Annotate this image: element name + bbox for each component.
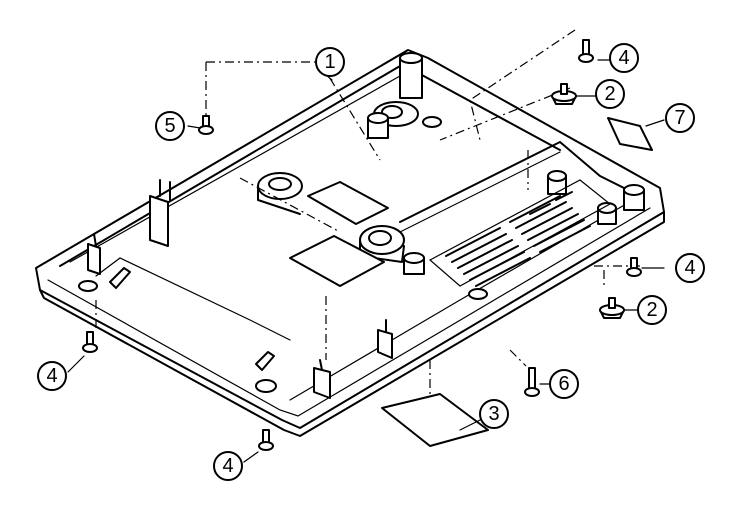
callout-2-top-text: 2 [604, 83, 615, 105]
bottom-cabinet-housing [35, 49, 665, 437]
screws [82, 39, 642, 451]
screw-4-top [578, 39, 594, 63]
screw-5 [198, 115, 214, 135]
foot-2-bottom [599, 297, 625, 319]
ventilation-grille [428, 179, 612, 287]
callout-4-left-text: 4 [46, 365, 57, 387]
screw-4-bottom [258, 429, 274, 451]
callout-6-text: 6 [558, 373, 569, 395]
inner-label-sheet [289, 235, 385, 287]
screw-4-left [82, 331, 98, 353]
callout-4-bottom-text: 4 [222, 455, 233, 477]
foot-2-top [551, 83, 577, 105]
callout-3-text: 3 [488, 403, 499, 425]
callout-4-top: 4 [609, 43, 639, 73]
screw-4-right [626, 257, 642, 277]
callout-4-right-text: 4 [684, 257, 695, 279]
screw-6 [524, 367, 540, 397]
callout-1-text: 1 [324, 51, 335, 73]
callout-5: 5 [155, 111, 185, 141]
callout-4-bottom: 4 [213, 451, 243, 481]
callout-2-bottom-text: 2 [646, 299, 657, 321]
label-sheet-3 [381, 393, 489, 447]
callout-4-left: 4 [37, 361, 67, 391]
callout-4-right: 4 [675, 253, 705, 283]
callout-6: 6 [549, 369, 579, 399]
callout-2-top: 2 [595, 79, 625, 109]
callout-7-text: 7 [674, 107, 685, 129]
callout-4-top-text: 4 [618, 47, 629, 69]
callout-3: 3 [479, 399, 509, 429]
snap-clips [87, 179, 393, 399]
callout-7: 7 [665, 103, 695, 133]
callout-5-text: 5 [164, 115, 175, 137]
label-sheets [289, 117, 653, 447]
label-sheet-7 [607, 117, 653, 151]
mounting-posts [78, 52, 645, 393]
callout-2-bottom: 2 [637, 295, 667, 325]
callout-1: 1 [315, 47, 345, 77]
